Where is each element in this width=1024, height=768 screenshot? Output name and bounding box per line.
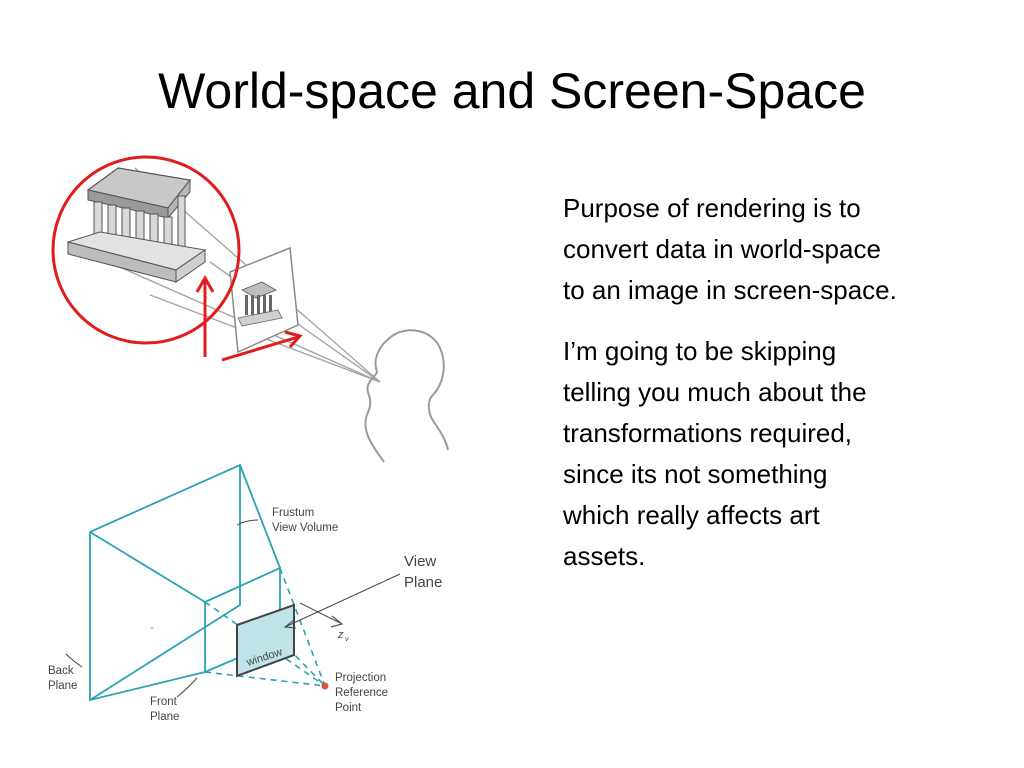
slide-title: World-space and Screen-Space <box>158 63 866 119</box>
axis-arrows <box>195 274 303 362</box>
temple-icon <box>66 167 207 283</box>
paragraph-purpose: Purpose of rendering is to convert data … <box>563 193 897 305</box>
frustum-diagram: window z v Frustum View Volume <box>48 463 442 723</box>
projection-label: Projection Reference Point <box>335 672 391 714</box>
world-to-screen-illustration <box>51 155 449 463</box>
viewer-head-icon <box>364 329 449 463</box>
paragraph-skipping: I’m going to be skipping telling you muc… <box>563 336 867 571</box>
z-axis-subscript: v <box>345 636 349 643</box>
z-axis-label: z <box>337 629 344 641</box>
highlight-circle <box>51 155 241 345</box>
view-plane-label: View Plane <box>404 553 442 591</box>
small-temple-icon <box>237 281 283 327</box>
projection-point <box>321 682 329 690</box>
back-plane <box>89 463 241 702</box>
window-rect <box>236 603 295 678</box>
front-plane-label: Front Plane <box>150 696 180 723</box>
back-plane-label: Back Plane <box>48 665 77 692</box>
frustum-label: Frustum View Volume <box>272 507 338 534</box>
slide-body: Purpose of rendering is to convert data … <box>563 188 983 597</box>
